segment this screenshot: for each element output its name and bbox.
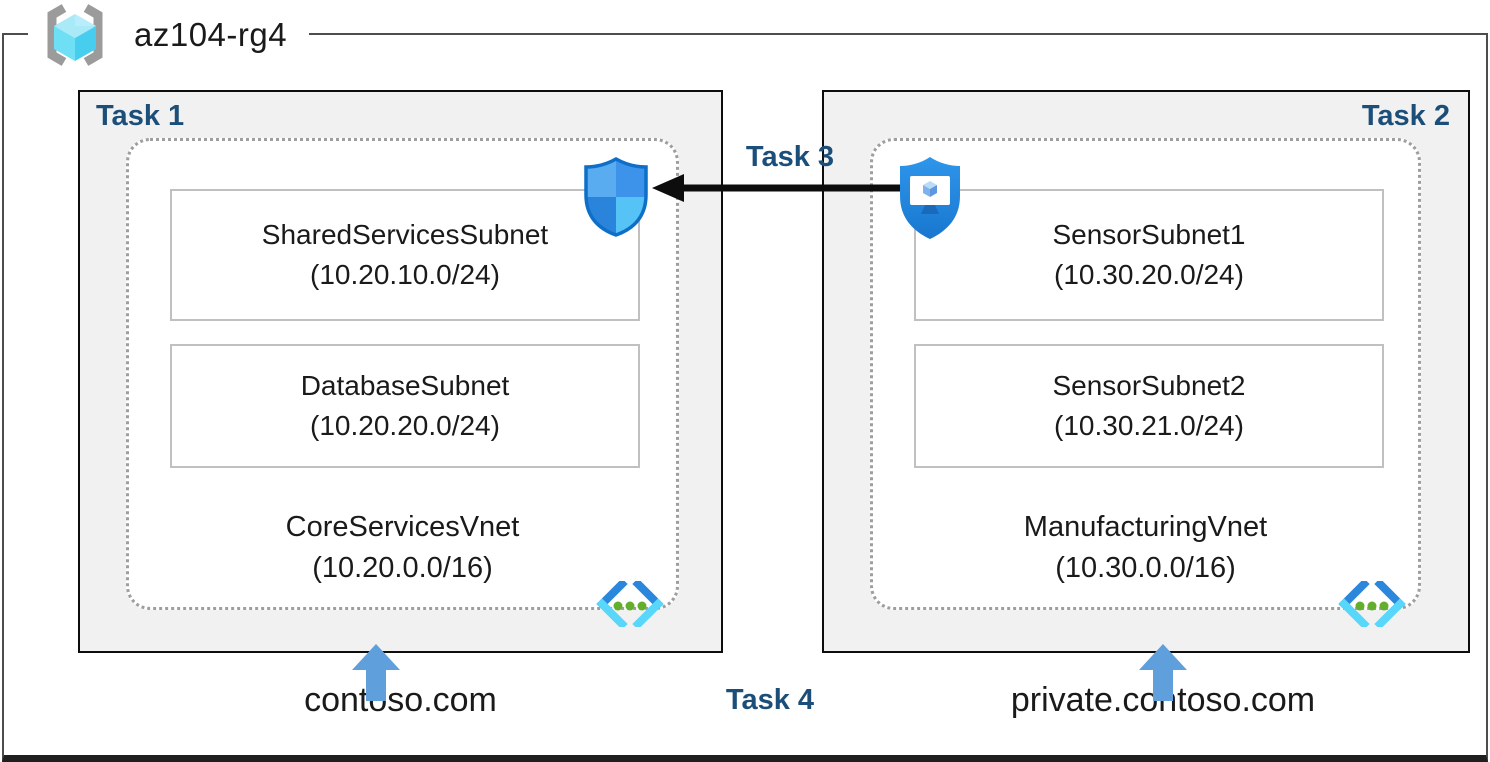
- resource-group-name: az104-rg4: [134, 16, 288, 53]
- vnet-name-text: CoreServicesVnet: [285, 511, 520, 543]
- task1-label: Task 1: [96, 100, 185, 132]
- security-shield-icon: [583, 156, 649, 237]
- domain-label-contoso: contoso.com: [304, 681, 497, 719]
- vnet-cidr-text: (10.30.0.0/16): [1055, 552, 1236, 584]
- resource-group-legend: az104-rg4: [28, 0, 310, 70]
- subnet-database: DatabaseSubnet (10.20.20.0/24): [170, 344, 640, 468]
- vnet-title: ManufacturingVnet (10.30.0.0/16): [873, 507, 1418, 589]
- vnet-box-coreservices: Task 1 SharedServicesSubnet (10.20.10.0/…: [78, 90, 723, 653]
- task4-label: Task 4: [725, 684, 815, 716]
- subnet-name: SharedServicesSubnet: [261, 219, 549, 250]
- subnet-cidr: (10.30.20.0/24): [1054, 259, 1244, 290]
- task3-label: Task 3: [745, 141, 835, 173]
- subnet-name: SensorSubnet1: [1052, 219, 1246, 250]
- up-arrow-icon: [1139, 644, 1187, 701]
- subnet-sensor1: SensorSubnet1 (10.30.20.0/24): [914, 189, 1384, 321]
- vm-shield-icon: [896, 155, 964, 241]
- subnet-cidr: (10.30.21.0/24): [1054, 410, 1244, 441]
- vnet-title: CoreServicesVnet (10.20.0.0/16): [129, 507, 676, 589]
- vnet-cidr-text: (10.20.0.0/16): [312, 552, 493, 584]
- resource-group-icon: [38, 2, 112, 68]
- subnet-sharedservices: SharedServicesSubnet (10.20.10.0/24): [170, 189, 640, 321]
- subnet-name: SensorSubnet2: [1052, 370, 1246, 401]
- left-arrow-icon: [650, 171, 932, 205]
- subnet-sensor2: SensorSubnet2 (10.30.21.0/24): [914, 344, 1384, 468]
- virtual-network-icon: [596, 578, 664, 630]
- vnet-name-text: ManufacturingVnet: [1023, 511, 1268, 543]
- subnet-cidr: (10.20.20.0/24): [310, 410, 500, 441]
- subnet-name: DatabaseSubnet: [300, 370, 510, 401]
- up-arrow-icon: [352, 644, 400, 701]
- task2-label: Task 2: [1361, 100, 1450, 132]
- manufacturing-vnet-boundary: SensorSubnet1 (10.30.20.0/24) SensorSubn…: [870, 138, 1421, 630]
- virtual-network-icon: [1338, 578, 1406, 630]
- subnet-cidr: (10.20.10.0/24): [310, 259, 500, 290]
- coreservices-vnet-boundary: SharedServicesSubnet (10.20.10.0/24) Dat…: [126, 138, 679, 630]
